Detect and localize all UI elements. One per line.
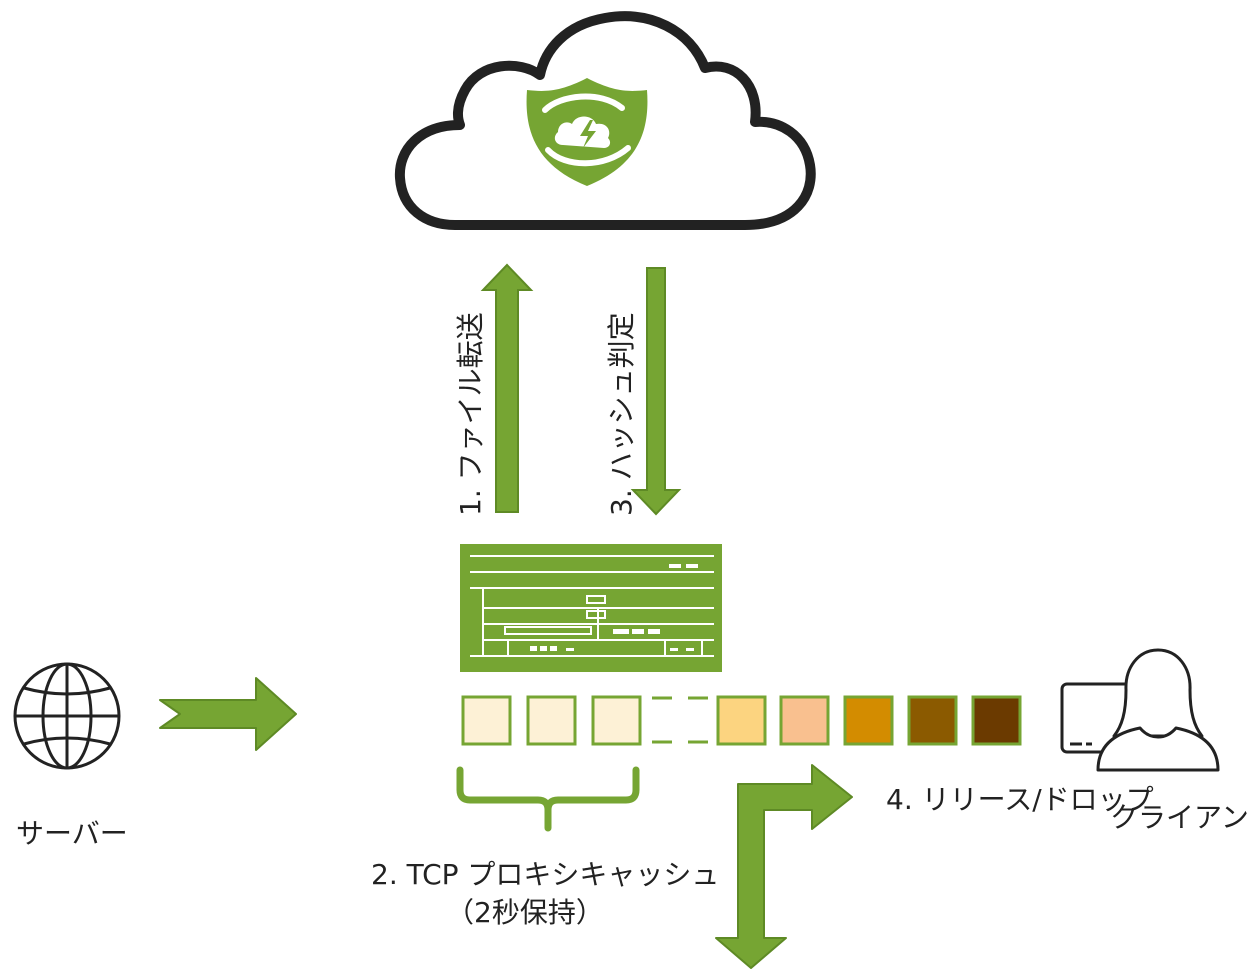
packet — [843, 695, 894, 746]
packet — [907, 695, 958, 746]
server-label: サーバー — [16, 817, 128, 850]
packet-queue — [461, 695, 1022, 746]
packet — [591, 695, 642, 746]
step2-label-line1: 2. TCP プロキシキャッシュ — [371, 858, 720, 891]
cache-bracket — [456, 766, 640, 832]
release-drop-arrow — [715, 764, 853, 969]
packet — [779, 695, 830, 746]
network-appliance-icon — [460, 544, 722, 672]
globe-icon — [13, 662, 121, 770]
client-label: クライアント — [1110, 801, 1253, 834]
packet — [716, 695, 767, 746]
step4-label: 4. リリース/ドロップ — [886, 783, 1154, 816]
inbound-arrow — [159, 677, 297, 751]
packet — [461, 695, 512, 746]
step2-label-line2: （2秒保持） — [446, 896, 604, 929]
packet — [971, 695, 1022, 746]
shield-cloud-bolt-icon — [526, 78, 648, 186]
upload-arrow — [480, 263, 534, 513]
user-at-computer-icon — [1060, 648, 1220, 772]
packet — [526, 695, 577, 746]
step3-label: 3. ハッシュ判定 — [605, 312, 638, 516]
step1-label: 1. ファイル転送 — [454, 312, 487, 516]
verdict-arrow — [630, 267, 682, 516]
